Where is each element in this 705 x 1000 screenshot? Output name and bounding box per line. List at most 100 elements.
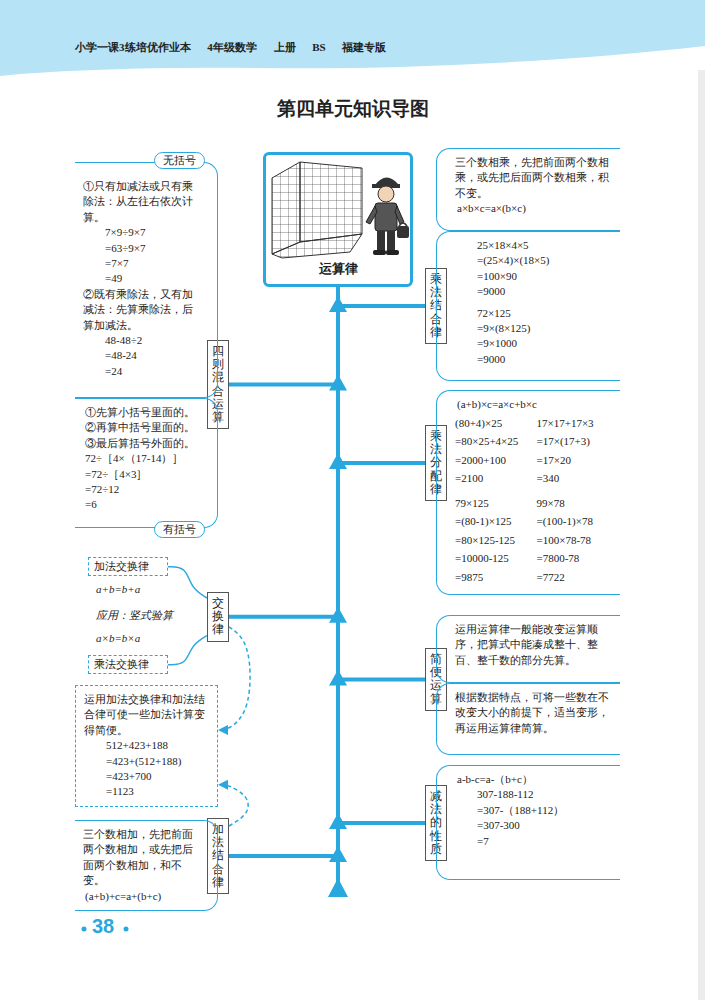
page-edge <box>698 70 705 1000</box>
node-text: =(80-1)×125 <box>455 514 533 533</box>
label-text: 加法结合律 <box>212 823 224 889</box>
content-box: ①先算小括号里面的。②再算中括号里面的。③最后算括号外面的。72÷［4×（17-… <box>75 398 218 528</box>
node-text: 25×18×4×5 <box>455 238 614 253</box>
branch-line <box>229 287 338 385</box>
note: 应用：竖式验算 <box>96 608 173 623</box>
node-text: =63÷9×7 <box>83 241 201 256</box>
content-box: 25×18×4×5=(25×4)×(18×5)=100×90=900072×12… <box>436 231 620 381</box>
node-text: ③最后算括号外面的。 <box>83 436 201 451</box>
branch-line <box>338 287 425 823</box>
junction-triangle <box>329 375 347 391</box>
tag-text: 无括号 <box>154 152 205 169</box>
content-box: 三个数相乘，先把前面两个数相乘，或先把后面两个数相乘，积不变。a×b×c=a×(… <box>436 148 620 231</box>
branch-line <box>338 287 425 306</box>
node-text: 乘法交换律 <box>94 657 162 672</box>
node-text: 72÷［4×（17-14）］ <box>83 451 201 466</box>
label-text: 四则混合运算 <box>212 345 224 424</box>
junction-triangle <box>329 669 347 685</box>
node-text: =24 <box>83 364 201 379</box>
branch-line <box>338 287 425 463</box>
formula: a×b=b×a <box>96 632 140 644</box>
content-box: a-b-c=a-（b+c）307-188-112=307-（188+112）=3… <box>436 765 620 880</box>
node-text: 307-188-112 <box>455 787 614 802</box>
node-text: =49 <box>83 271 201 286</box>
node-text: =9875 <box>455 570 533 589</box>
node-text: =7800-78 <box>537 551 615 570</box>
node-text: =423+(512+188) <box>84 754 209 769</box>
node-text: =(100-1)×78 <box>537 514 615 533</box>
node-text: =423+700 <box>84 769 209 784</box>
node-text: =2100 <box>455 471 533 490</box>
node-text: 运用运算律一般能改变运算顺序，把算式中能凑成整十、整百、整千数的部分先算。 <box>455 622 614 668</box>
content-box: 三个数相加，先把前面两个数相加，或先把后面两个数相加，和不变。(a+b)+c=a… <box>75 820 218 911</box>
node-text: (a+b)×c=a×c+b×c <box>455 397 614 416</box>
label-text: 运算律 <box>319 260 358 278</box>
node-text: =340 <box>537 471 615 490</box>
node-text: =10000-125 <box>455 551 533 570</box>
node-text: a×b×c=a×(b×c) <box>455 201 614 216</box>
dashed-box: 加法交换律 <box>88 557 168 576</box>
node-text: =1123 <box>84 784 209 799</box>
worker-illustration <box>272 162 409 258</box>
node-text: =80×25+4×25 <box>455 434 533 453</box>
node-text: 17×17+17×3 <box>537 416 615 435</box>
connector-curve <box>219 627 250 730</box>
connector-curve <box>168 567 207 598</box>
node-text: =17×20 <box>537 453 615 472</box>
node-text: 99×78 <box>537 496 615 515</box>
content-box: 无括号①只有加减法或只有乘除法：从左往右依次计算。7×9÷9×7=63÷9×7=… <box>75 162 218 398</box>
branch-label: 加法结合律 <box>207 818 229 894</box>
page-title: 第四单元知识导图 <box>0 96 705 122</box>
connector-curve <box>168 636 207 665</box>
node-text: =7×7 <box>83 256 201 271</box>
content-box: 根据数据特点，可将一些数在不改变大小的前提下，适当变形，再运用运算律简算。 <box>436 683 620 755</box>
branch-line <box>338 287 425 679</box>
dashed-box: 运用加法交换律和加法结合律可使一些加法计算变得简便。512+423+188=42… <box>75 685 218 807</box>
node-text: =9×(8×125) <box>455 321 614 336</box>
content-box: 运用运算律一般能改变运算顺序，把算式中能凑成整十、整百、整千数的部分先算。 <box>436 615 620 683</box>
node-text: 三个数相乘，先把前面两个数相乘，或先把后面两个数相乘，积不变。 <box>455 155 614 201</box>
node-text: 加法交换律 <box>94 559 162 574</box>
node-text: 运用加法交换律和加法结合律可使一些加法计算变得简便。 <box>84 692 209 738</box>
page-dot <box>124 927 129 932</box>
junction-triangle <box>329 453 347 469</box>
formula: a+b=b+a <box>96 583 140 595</box>
node-text: =9000 <box>455 352 614 367</box>
header-text: 小学一课3练培优作业本 4年级数学 上册 BS 福建专版 <box>75 40 386 55</box>
junction-triangle <box>329 813 347 829</box>
node-text: (a+b)+c=a+(b+c) <box>83 889 201 904</box>
node-text: =(25×4)×(18×5) <box>455 253 614 268</box>
node-text: =48-24 <box>83 348 201 363</box>
node-text: ①只有加减法或只有乘除法：从左往右依次计算。 <box>83 179 201 225</box>
node-text: =307-（188+112） <box>455 803 614 818</box>
node-text: ①先算小括号里面的。 <box>83 405 201 420</box>
node-text: =17×(17+3) <box>537 434 615 453</box>
header-band <box>0 0 705 76</box>
branch-line <box>229 287 338 617</box>
node-text: 7×9÷9×7 <box>83 225 201 240</box>
junction-triangle <box>329 607 347 623</box>
dashed-box: 乘法交换律 <box>88 655 168 674</box>
junction-triangle <box>329 296 347 312</box>
node-text: =9×1000 <box>455 336 614 351</box>
page-number: 38 <box>92 915 114 938</box>
node-text: =9000 <box>455 284 614 299</box>
node-text: =6 <box>83 497 201 512</box>
branch-label: 四则混合运算 <box>207 340 229 429</box>
node-text: =72÷12 <box>83 482 201 497</box>
node-text: 根据数据特点，可将一些数在不改变大小的前提下，适当变形，再运用运算律简算。 <box>455 690 614 736</box>
node-text: 79×125 <box>455 496 533 515</box>
spine-end <box>328 878 348 897</box>
node-text: ②再算中括号里面的。 <box>83 420 201 435</box>
node-text: ②既有乘除法，又有加减法：先算乘除法，后算加减法。 <box>83 287 201 333</box>
center-box: 运算律 <box>263 152 413 287</box>
node-text: =100×78-78 <box>537 533 615 552</box>
tag-text: 有括号 <box>154 521 205 538</box>
node-text: 512+423+188 <box>84 738 209 753</box>
node-text: =72÷［4×3］ <box>83 467 201 482</box>
node-text: 72×125 <box>455 306 614 321</box>
node-text: (80+4)×25 <box>455 416 533 435</box>
node-text: a-b-c=a-（b+c） <box>455 772 614 787</box>
node-text: =7 <box>455 834 614 849</box>
junction-triangle <box>329 846 347 862</box>
